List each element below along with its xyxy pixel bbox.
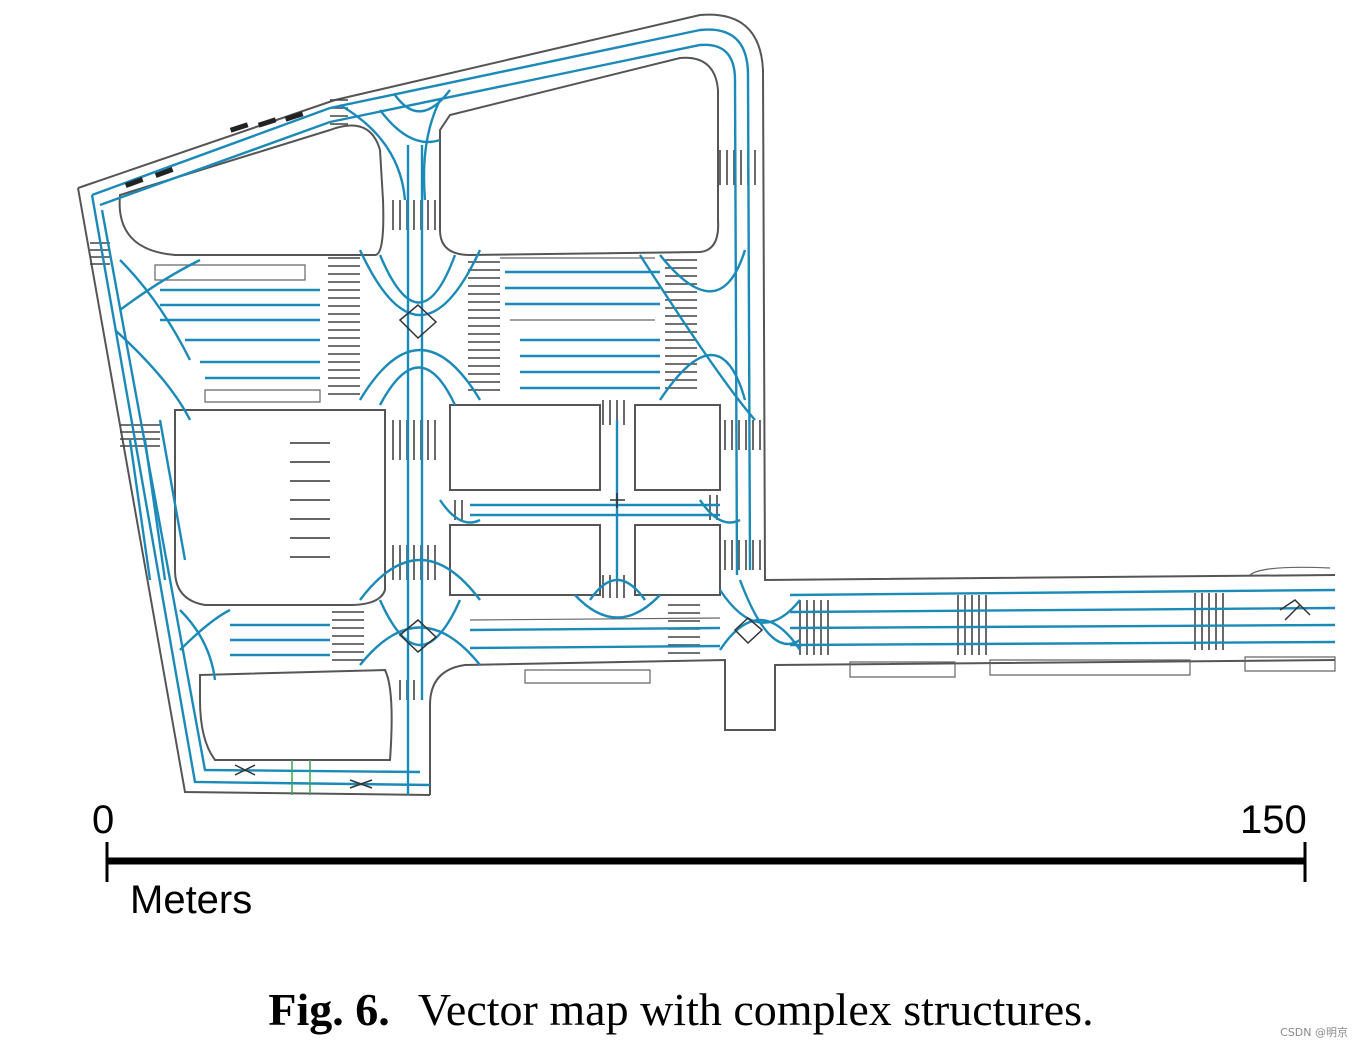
road-boundary	[77, 13, 1336, 796]
green-markers	[291, 760, 311, 795]
inner-curbs	[154, 257, 1336, 684]
scale-end-label: 150	[1240, 798, 1307, 842]
scale-start-label: 0	[92, 798, 115, 842]
figure-caption: Fig. 6. Vector map with complex structure…	[0, 983, 1362, 1036]
text-markings	[124, 111, 304, 188]
scale-unit-label: Meters	[130, 878, 253, 922]
lane-centerlines	[90, 28, 1336, 795]
caption-text: Vector map with complex structures.	[417, 984, 1094, 1035]
vector-map	[77, 13, 1336, 796]
scale-bar	[105, 842, 1307, 882]
watermark: CSDN @明京	[1280, 1026, 1348, 1039]
road-markings	[234, 303, 1311, 789]
figure-number: Fig. 6.	[268, 984, 390, 1035]
